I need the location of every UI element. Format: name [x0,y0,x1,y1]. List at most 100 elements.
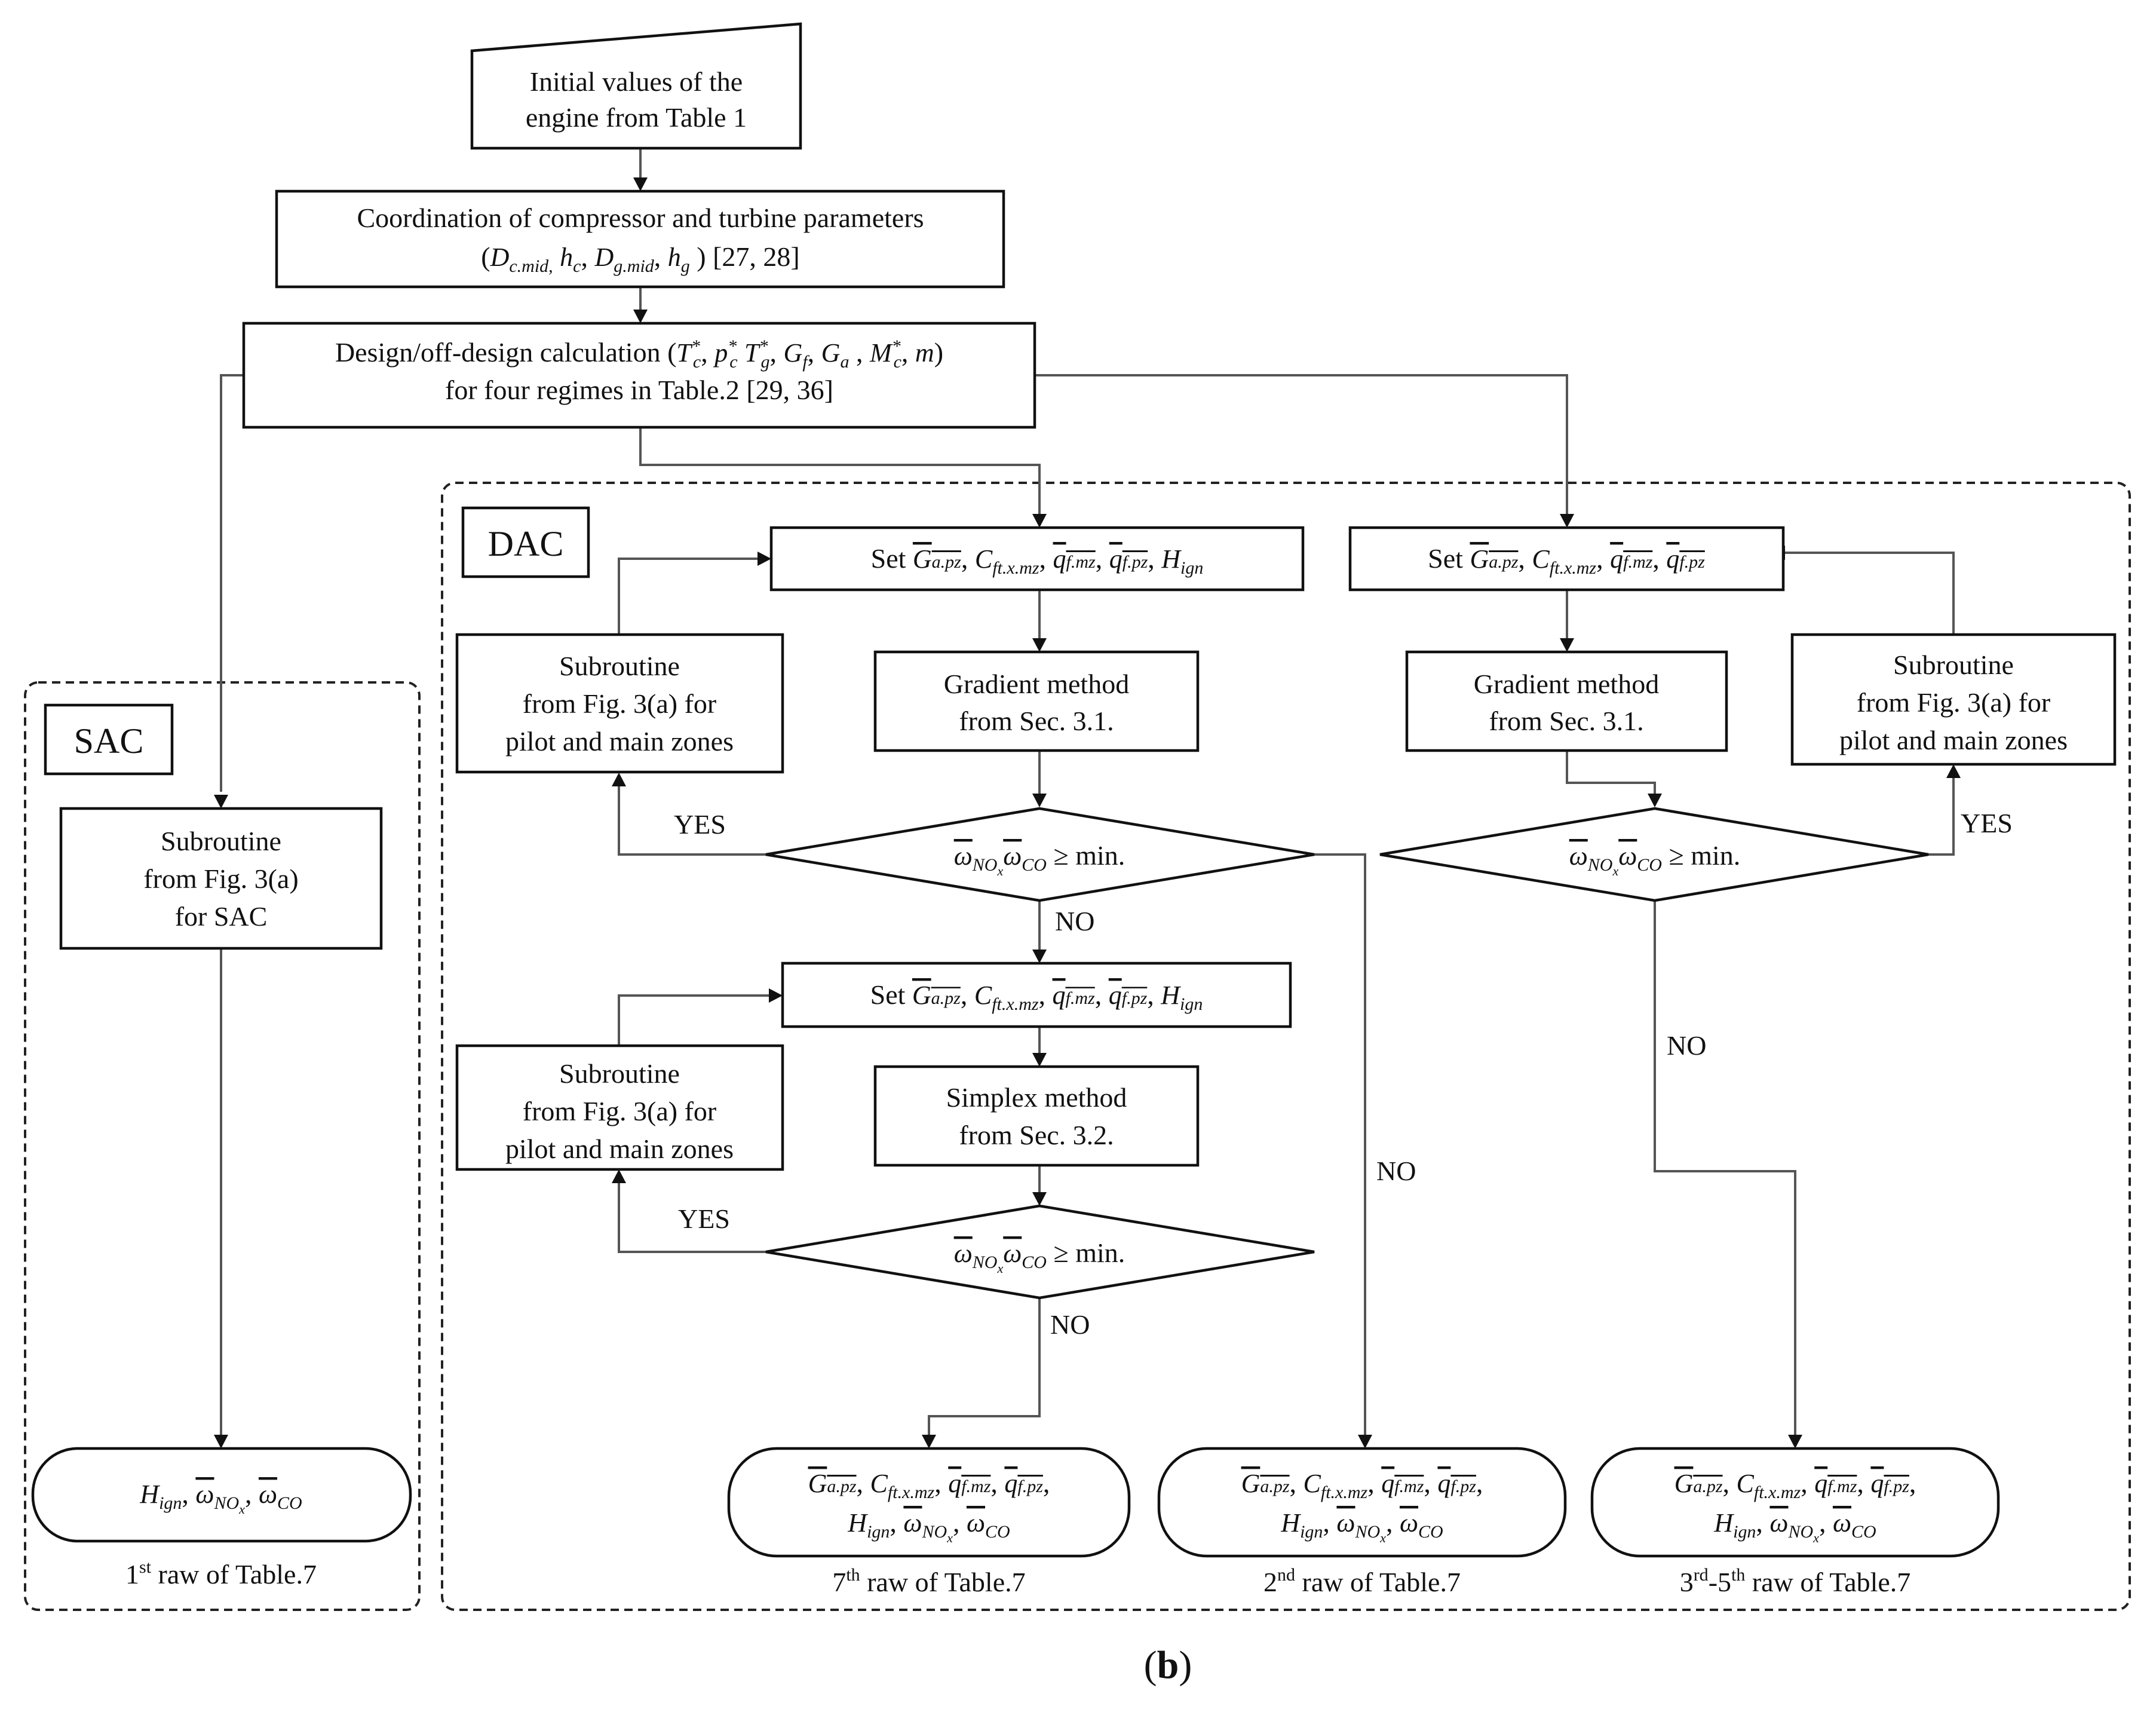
subroutine-block-3: Subroutine from Fig. 3(a) for pilot and … [1790,633,2117,766]
subroutine-sac-line-3: for SAC [175,901,268,932]
conn-subroutine1-set1 [618,558,760,635]
gradient-line-2b: from Sec. 3.1. [1489,706,1643,736]
set-box-3 [1348,526,1785,592]
output-sac-label: 1st raw of Table.7 [125,1557,317,1590]
conn-decision2-yes [618,1182,766,1253]
arrowhead [214,1435,228,1448]
design-calculation-block: Design/off-design calculation (T*c, p*c … [242,321,1036,429]
dac-tag: DAC [488,524,564,563]
output-sac-box [31,1447,412,1543]
initial-values-line-1: Initial values of the [530,66,743,97]
subroutine-1-line-2: from Fig. 3(a) for [523,688,716,719]
subroutine-2-line-3: pilot and main zones [505,1134,734,1164]
subroutine-2-line-1: Subroutine [559,1058,680,1089]
subroutine-block-2: Subroutine from Fig. 3(a) for pilot and … [455,1044,784,1171]
label-no-2: NO [1050,1309,1090,1340]
output-sac-text: Hign, ωNOx, ωCO [139,1478,302,1517]
coordination-line-1: Coordination of compressor and turbine p… [357,203,924,233]
arrowhead [1648,794,1662,807]
dac-group [441,482,2131,1611]
output-gradient-2: Ga.pz, Cft.x.mz, qf.mz, qf.pz, Hign, ωNO… [1590,1447,2000,1597]
label-no-3: NO [1667,1030,1706,1061]
arrowhead [612,773,626,786]
subroutine-box-1 [455,633,784,774]
arrowhead [1032,794,1047,807]
arrowhead [1560,638,1574,652]
output-gradient-1: Ga.pz, Cft.x.mz, qf.mz, qf.pz, Hign, ωNO… [1157,1447,1567,1597]
subroutine-sac-line-2: from Fig. 3(a) [143,863,298,894]
decision-diamond-2 [765,1204,1315,1300]
decision-text-1: ωNOxωCO ≥ min. [954,840,1125,878]
label-yes-2: YES [678,1203,730,1234]
output-simplex: Ga.pz, Cft.x.mz, qf.mz, qf.pz, Hign, ωNO… [727,1447,1131,1597]
initial-values-block: Initial values of the engine from Table … [470,22,802,150]
design-calculation-box [242,321,1036,429]
arrowhead [1788,1435,1802,1448]
connectors [214,149,1961,1448]
simplex-line-2: from Sec. 3.2. [959,1120,1114,1150]
output-gradient-2-box [1590,1447,2000,1558]
figure-caption: (b) [1144,1643,1192,1687]
conn-subroutine2-set2 [618,994,771,1046]
label-yes-1: YES [674,809,726,840]
coordination-box [275,189,1005,289]
arrowhead [1946,764,1961,778]
label-no-1: NO [1055,906,1094,936]
output-gradient-1-box [1157,1447,1567,1558]
decision-block-2: ωNOxωCO ≥ min. [765,1204,1315,1300]
arrowhead [1032,1192,1047,1206]
gradient-box-2 [1405,650,1728,752]
output-simplex-label: 7th raw of Table.7 [832,1565,1025,1597]
output-gradient-2-line-1: Ga.pz, Cft.x.mz, qf.mz, qf.pz, [1674,1468,1916,1502]
simplex-box [873,1065,1200,1167]
conn-subroutine3-set3 [1783,552,1955,635]
set-block-2: Set Ga.pz, Cft.x.mz, qf.mz, qf.pz, Hign [781,961,1292,1028]
set-block-1: Set Ga.pz, Cft.x.mz, qf.mz, qf.pz, Hign [769,526,1305,592]
sac-tag-box [44,703,174,776]
conn-decision3-output3 [1654,901,1796,1435]
gradient-line-1b: from Sec. 3.1. [959,706,1114,736]
conn-decision3-yes [1928,777,1955,856]
gradient-block-2: Gradient method from Sec. 3.1. [1405,650,1728,752]
arrowhead [1032,950,1047,963]
subroutine-sac-box [59,807,383,950]
initial-values-line-2: engine from Table 1 [526,102,747,133]
gradient-box-1 [873,650,1200,752]
arrowhead [757,552,771,566]
conn-design-sac [220,374,244,792]
decision-block-3: ωNOxωCO ≥ min. [1379,807,1929,902]
output-gradient-1-line-2: Hign, ωNOx, ωCO [1280,1507,1443,1545]
decision-diamond-1 [765,807,1315,902]
output-simplex-line-2: Hign, ωNOx, ωCO [847,1507,1010,1545]
initial-values-shape [470,22,802,150]
subroutine-box-2 [455,1044,784,1171]
label-yes-3: YES [1961,808,2013,838]
output-gradient-2-line-2: Hign, ωNOx, ωCO [1713,1507,1876,1545]
arrowhead [214,795,228,808]
output-gradient-2-label: 3rd-5th raw of Table.7 [1680,1565,1911,1597]
conn-design-dac-right [1035,374,1568,515]
design-calculation-line-1: Design/off-design calculation (T*c, p*c … [335,336,943,372]
subroutine-sac-line-1: Subroutine [161,826,281,856]
arrowhead [612,1169,626,1183]
output-sac: Hign, ωNOx, ωCO 1st raw of Table.7 [31,1447,412,1590]
decision-diamond-3 [1379,807,1929,902]
subroutine-1-line-3: pilot and main zones [505,726,734,757]
conn-decision1-output2 [1314,853,1366,1435]
arrowhead [1560,514,1574,528]
arrowhead [1032,514,1047,528]
subroutine-2-line-2: from Fig. 3(a) for [523,1096,716,1126]
gradient-line-1a: Gradient method [944,669,1129,699]
conn-decision1-yes [618,784,766,856]
conn-design-dac-left [639,427,1041,515]
output-simplex-box [727,1447,1131,1558]
subroutine-sac-block: Subroutine from Fig. 3(a) for SAC [59,807,383,950]
set-box-1 [769,526,1305,592]
decision-block-1: ωNOxωCO ≥ min. [765,807,1315,902]
design-calculation-line-2: for four regimes in Table.2 [29, 36] [445,375,833,405]
sac-tag: SAC [74,721,144,761]
arrowhead [769,988,783,1003]
arrowhead [1032,1053,1047,1067]
arrowhead [633,177,648,191]
